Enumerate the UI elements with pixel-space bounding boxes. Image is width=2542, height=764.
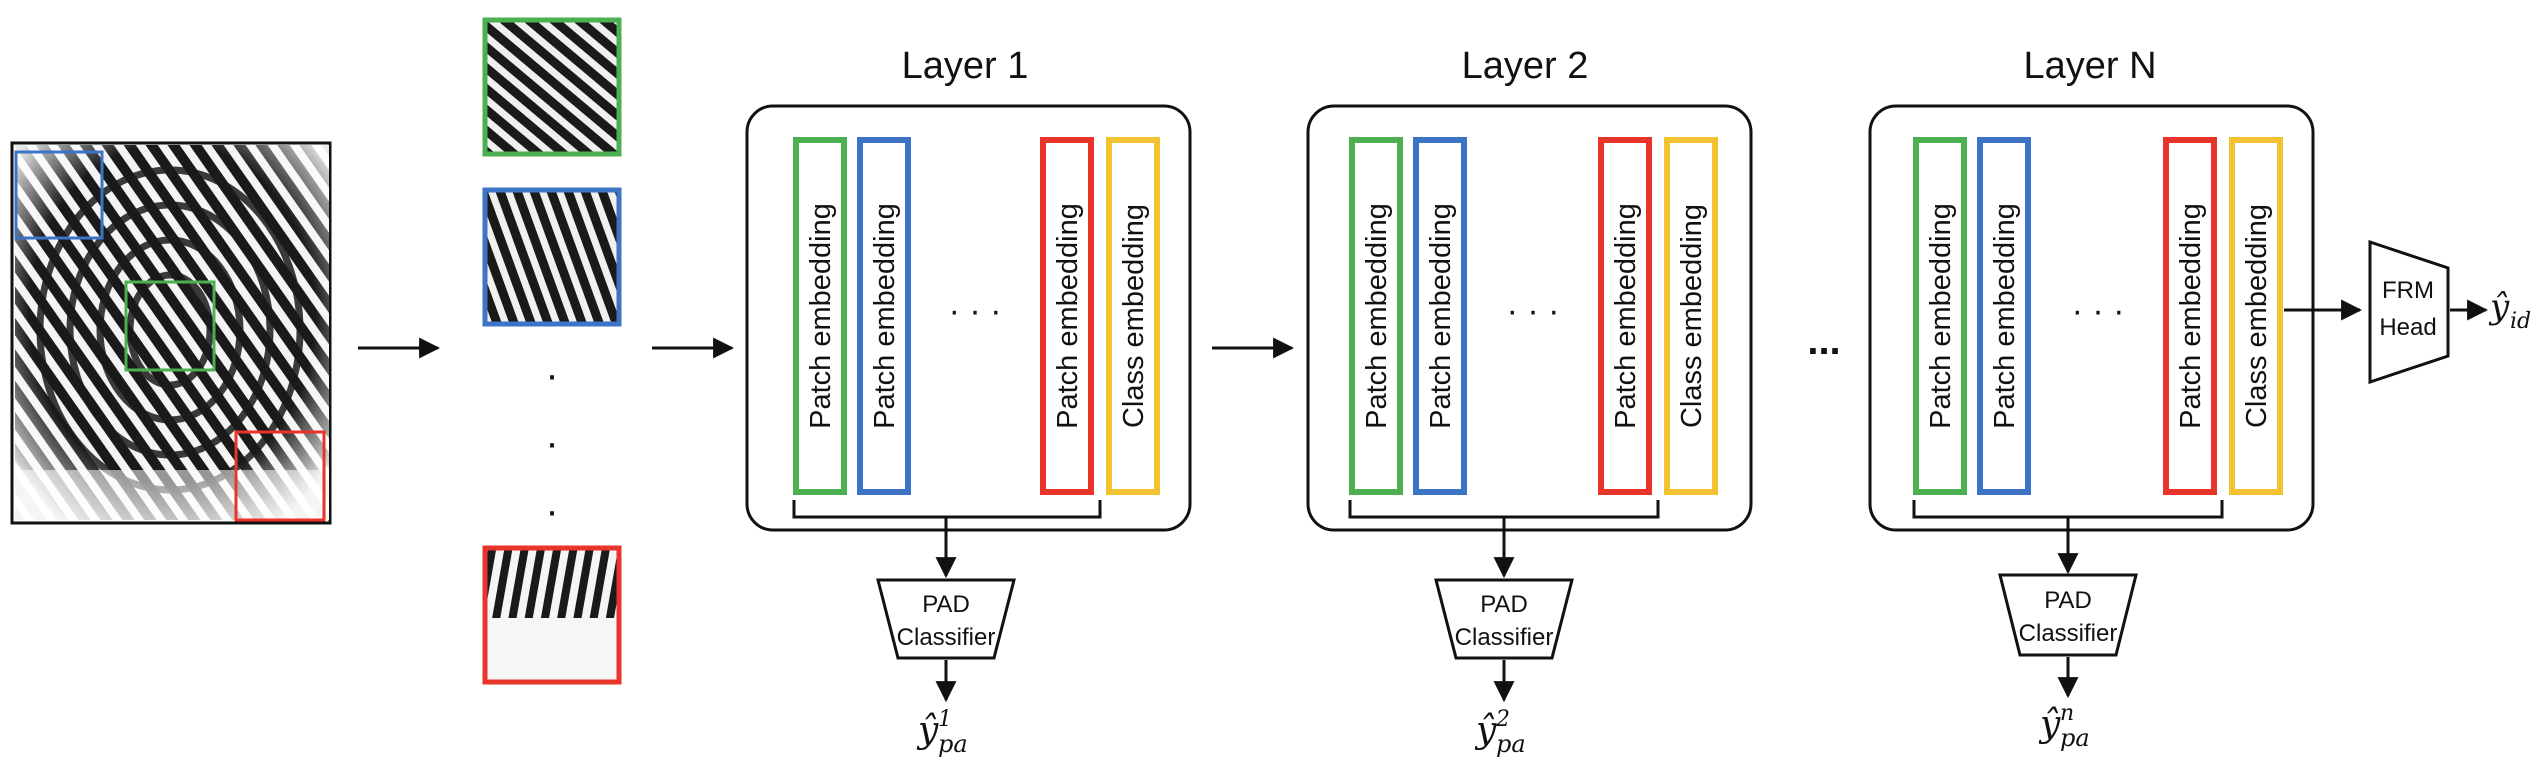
patch-box-green	[124, 280, 216, 372]
token-ellipsis: · · ·	[949, 292, 1002, 330]
patch-embedding-label: Patch embedding	[1925, 203, 1957, 429]
patch-embedding-label: Patch embedding	[1361, 203, 1393, 429]
svg-text:1: 1	[938, 707, 952, 732]
layer-title: Layer 2	[1462, 45, 1589, 87]
vertical-ellipsis-dot: ·	[545, 353, 558, 397]
pad-output-label: ŷ 1 pa	[916, 707, 968, 758]
fingerprint-image	[10, 141, 332, 525]
patch-embedding-token	[1598, 137, 1652, 495]
svg-text:n: n	[2060, 701, 2074, 726]
patch-embedding-label: Patch embedding	[1989, 203, 2021, 429]
patch-embedding-label: Patch embedding	[1610, 203, 1642, 429]
svg-text:ŷ: ŷ	[2038, 704, 2061, 745]
fingerprint-patch	[482, 187, 622, 327]
svg-text:pa: pa	[938, 730, 968, 758]
vertical-ellipsis-dot: ·	[545, 421, 558, 465]
pad-classifier-label: Classifier	[897, 624, 996, 651]
pad-classifier-label: PAD	[922, 591, 970, 618]
class-embedding-label: Class embedding	[2241, 204, 2273, 428]
pad-classifier-label: PAD	[1480, 591, 1528, 618]
patch-box-blue	[14, 150, 104, 240]
layer-2-block: Layer 2 Patch embedding Patch embedding …	[1306, 45, 1753, 758]
patch-embedding-label: Patch embedding	[1052, 203, 1084, 429]
patch-embedding-token	[2163, 137, 2217, 495]
layer-title: Layer N	[2023, 45, 2156, 87]
layer-n-block: Layer N Patch embedding Patch embedding …	[1868, 45, 2315, 752]
class-embedding-token	[2229, 137, 2283, 495]
fingerprint-patch	[482, 17, 622, 157]
token-pool-bracket	[1348, 500, 1660, 519]
vertical-ellipsis-dot: ·	[545, 489, 558, 533]
patch-embedding-token	[1977, 137, 2031, 495]
pad-output-label: ŷ 2 pa	[1474, 707, 1526, 758]
svg-text:pa: pa	[2060, 724, 2090, 752]
pad-classifier	[1434, 578, 1574, 660]
svg-text:ŷ: ŷ	[2488, 287, 2510, 327]
token-pool-bracket	[1912, 500, 2224, 519]
svg-text:2: 2	[1495, 707, 1510, 732]
patch-embedding-label: Patch embedding	[2175, 203, 2207, 429]
patch-box-red	[234, 430, 326, 522]
patch-embedding-token	[1349, 137, 1403, 495]
frm-head-label: FRM	[2382, 277, 2434, 304]
layer-1-block: Layer 1 Patch embedding Patch embedding …	[745, 45, 1192, 758]
pad-classifier-label: Classifier	[2019, 620, 2118, 647]
svg-text:id: id	[2510, 309, 2531, 334]
layers-ellipsis: ...	[1807, 319, 1840, 363]
pad-classifier-label: PAD	[2044, 587, 2092, 614]
svg-text:ŷ: ŷ	[1474, 710, 1497, 751]
patch-embedding-token	[793, 137, 847, 495]
frm-head: FRM Head	[2368, 239, 2450, 385]
class-embedding-token	[1664, 137, 1718, 495]
pad-classifier	[1998, 573, 2138, 657]
patch-embedding-label: Patch embedding	[1425, 203, 1457, 429]
class-embedding-label: Class embedding	[1118, 204, 1150, 428]
svg-text:ŷ: ŷ	[916, 710, 939, 751]
identity-output-label: ŷ id	[2488, 287, 2531, 334]
token-pool-bracket	[792, 500, 1102, 519]
patch-embedding-token	[857, 137, 911, 495]
class-embedding-token	[1106, 137, 1160, 495]
pad-classifier	[876, 578, 1016, 660]
svg-text:pa: pa	[1496, 730, 1526, 758]
layer-title: Layer 1	[902, 45, 1029, 87]
patch-embedding-token	[1040, 137, 1094, 495]
fingerprint-patch	[482, 545, 622, 685]
patch-embedding-token	[1913, 137, 1967, 495]
pad-output-label: ŷ n pa	[2038, 701, 2090, 752]
patches-column: · · ·	[482, 17, 622, 685]
token-ellipsis: · · ·	[1507, 292, 1560, 330]
token-ellipsis: · · ·	[2072, 292, 2125, 330]
frm-head-label: Head	[2379, 314, 2436, 341]
patch-embedding-token	[1413, 137, 1467, 495]
patch-embedding-label: Patch embedding	[805, 203, 837, 429]
pad-classifier-label: Classifier	[1455, 624, 1554, 651]
class-embedding-label: Class embedding	[1676, 204, 1708, 428]
patch-embedding-label: Patch embedding	[869, 203, 901, 429]
